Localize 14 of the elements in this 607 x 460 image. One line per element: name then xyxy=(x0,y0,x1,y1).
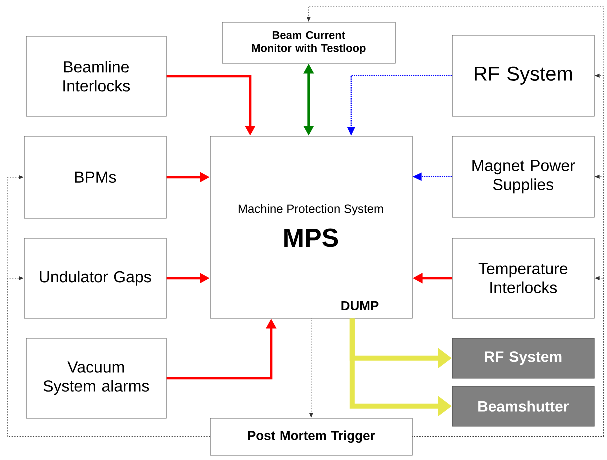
output-box: RF System xyxy=(452,338,595,379)
system-box: Beamline Interlocks xyxy=(26,36,167,117)
system-box: Vacuum System alarms xyxy=(26,338,167,419)
system-box: Undulator Gaps xyxy=(24,238,167,319)
trigger-box: Post Mortem Trigger xyxy=(210,418,413,456)
system-box: BPMs xyxy=(24,136,167,219)
arrow xyxy=(8,276,210,438)
output-box: Beamshutter xyxy=(452,386,595,427)
monitor-box: Beam Current Monitor with Testloop xyxy=(222,22,396,64)
system-box: Magnet Power Supplies xyxy=(452,136,595,218)
mps-box: Machine Protection System MPS DUMP xyxy=(210,136,413,319)
system-box: Temperature Interlocks xyxy=(452,238,595,319)
system-box: RF System xyxy=(452,35,595,117)
arrow xyxy=(306,6,604,438)
